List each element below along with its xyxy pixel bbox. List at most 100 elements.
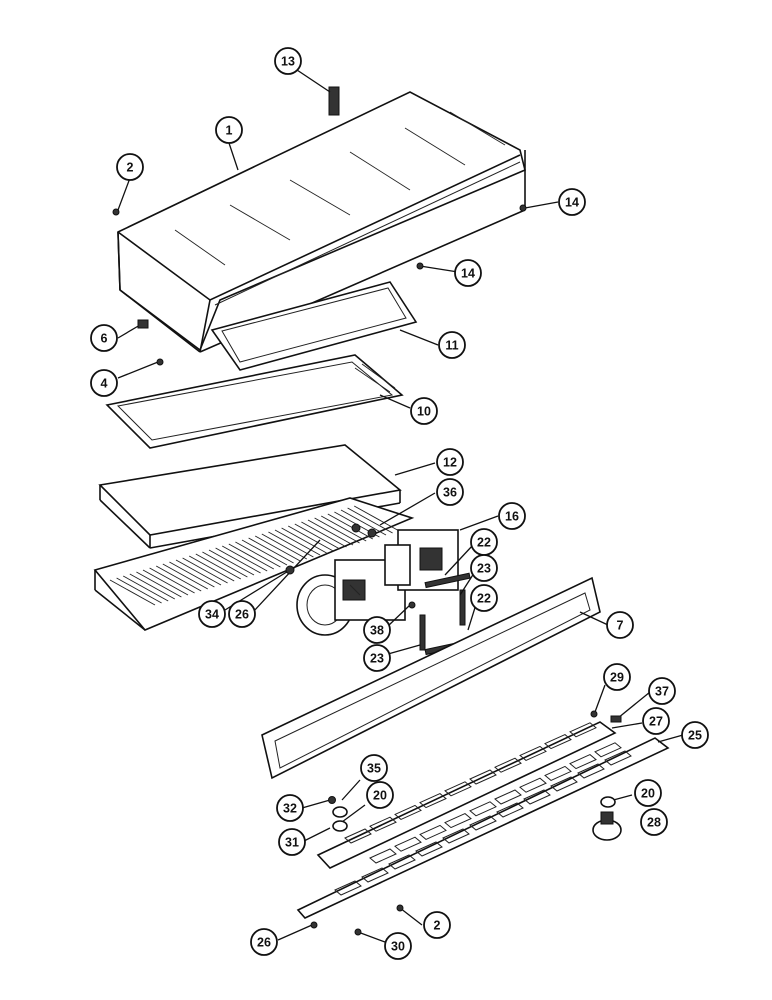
callout-label: 34 xyxy=(205,608,219,622)
callout-20: 20 xyxy=(634,779,662,807)
callout-label: 1 xyxy=(226,124,233,138)
callout-label: 14 xyxy=(461,267,475,281)
callout-35: 35 xyxy=(360,754,388,782)
callout-label: 10 xyxy=(417,405,431,419)
callout-27: 27 xyxy=(642,707,670,735)
gasket-frame xyxy=(210,281,418,371)
clip-part xyxy=(328,86,340,116)
callout-label: 20 xyxy=(641,787,655,801)
louvre-bracket xyxy=(316,721,622,869)
callout-12: 12 xyxy=(436,448,464,476)
callout-28: 28 xyxy=(640,808,668,836)
callout-circle xyxy=(363,644,391,672)
callout-label: 25 xyxy=(688,729,702,743)
callout-6: 6 xyxy=(90,324,118,352)
callout-22: 22 xyxy=(470,584,498,612)
callout-label: 26 xyxy=(257,936,271,950)
callout-label: 20 xyxy=(373,789,387,803)
callout-13: 13 xyxy=(274,47,302,75)
callout-37: 37 xyxy=(648,677,676,705)
callout-circle xyxy=(276,794,304,822)
callout-circle xyxy=(228,600,256,628)
callout-circle xyxy=(274,47,302,75)
callout-circle xyxy=(603,663,631,691)
callout-circle xyxy=(250,928,278,956)
callout-label: 13 xyxy=(281,55,295,69)
callout-label: 23 xyxy=(370,652,384,666)
fastener-hardware xyxy=(112,204,622,936)
callout-7: 7 xyxy=(606,611,634,639)
callout-circle xyxy=(558,188,586,216)
callout-label: 36 xyxy=(443,486,457,500)
housing-cover xyxy=(117,91,526,353)
callout-14: 14 xyxy=(558,188,586,216)
callout-36: 36 xyxy=(436,478,464,506)
callout-23: 23 xyxy=(363,644,391,672)
callout-circle xyxy=(681,721,709,749)
callout-label: 6 xyxy=(101,332,108,346)
callout-circle xyxy=(198,600,226,628)
callout-label: 11 xyxy=(445,339,458,353)
callout-16: 16 xyxy=(498,502,526,530)
callout-circle xyxy=(436,448,464,476)
callout-label: 12 xyxy=(443,456,457,470)
callout-29: 29 xyxy=(603,663,631,691)
callout-circle xyxy=(454,259,482,287)
callout-26: 26 xyxy=(250,928,278,956)
callout-label: 22 xyxy=(477,536,491,550)
callout-label: 14 xyxy=(565,196,579,210)
callout-label: 32 xyxy=(283,802,297,816)
callout-label: 30 xyxy=(391,940,405,954)
callout-circle xyxy=(410,397,438,425)
callout-label: 16 xyxy=(505,510,519,524)
callout-31: 31 xyxy=(278,828,306,856)
callout-2: 2 xyxy=(423,911,451,939)
callout-label: 23 xyxy=(477,562,491,576)
callout-4: 4 xyxy=(90,369,118,397)
callout-circle xyxy=(438,331,466,359)
callout-circle xyxy=(470,584,498,612)
callout-25: 25 xyxy=(681,721,709,749)
callout-circle xyxy=(470,554,498,582)
leader-lines xyxy=(117,69,684,943)
callout-23: 23 xyxy=(470,554,498,582)
callout-32: 32 xyxy=(276,794,304,822)
callout-circle xyxy=(423,911,451,939)
callout-circle xyxy=(384,932,412,960)
callout-label: 2 xyxy=(434,919,441,933)
callout-circle xyxy=(634,779,662,807)
callout-14: 14 xyxy=(454,259,482,287)
callout-label: 28 xyxy=(647,816,661,830)
large-gasket xyxy=(261,576,601,780)
callout-34: 34 xyxy=(198,600,226,628)
callout-30: 30 xyxy=(384,932,412,960)
callout-label: 7 xyxy=(617,619,624,633)
callout-circle xyxy=(606,611,634,639)
callout-label: 4 xyxy=(101,377,108,391)
callout-circle xyxy=(642,707,670,735)
callout-label: 35 xyxy=(367,762,381,776)
callout-circle xyxy=(640,808,668,836)
filter-element xyxy=(105,354,404,449)
callout-label: 2 xyxy=(127,161,134,175)
bottom-panel xyxy=(296,737,670,919)
callout-circle xyxy=(278,828,306,856)
callout-26: 26 xyxy=(228,600,256,628)
callout-circle xyxy=(363,616,391,644)
callout-circle xyxy=(366,781,394,809)
callout-label: 37 xyxy=(655,685,669,699)
callout-20: 20 xyxy=(366,781,394,809)
callout-circle xyxy=(215,116,243,144)
callout-circle xyxy=(360,754,388,782)
callout-circle xyxy=(90,369,118,397)
callout-circle xyxy=(498,502,526,530)
callout-38: 38 xyxy=(363,616,391,644)
callout-label: 27 xyxy=(649,715,663,729)
callout-circle xyxy=(90,324,118,352)
callout-10: 10 xyxy=(410,397,438,425)
grille-panel xyxy=(93,497,415,631)
callout-label: 22 xyxy=(477,592,491,606)
callout-1: 1 xyxy=(215,116,243,144)
